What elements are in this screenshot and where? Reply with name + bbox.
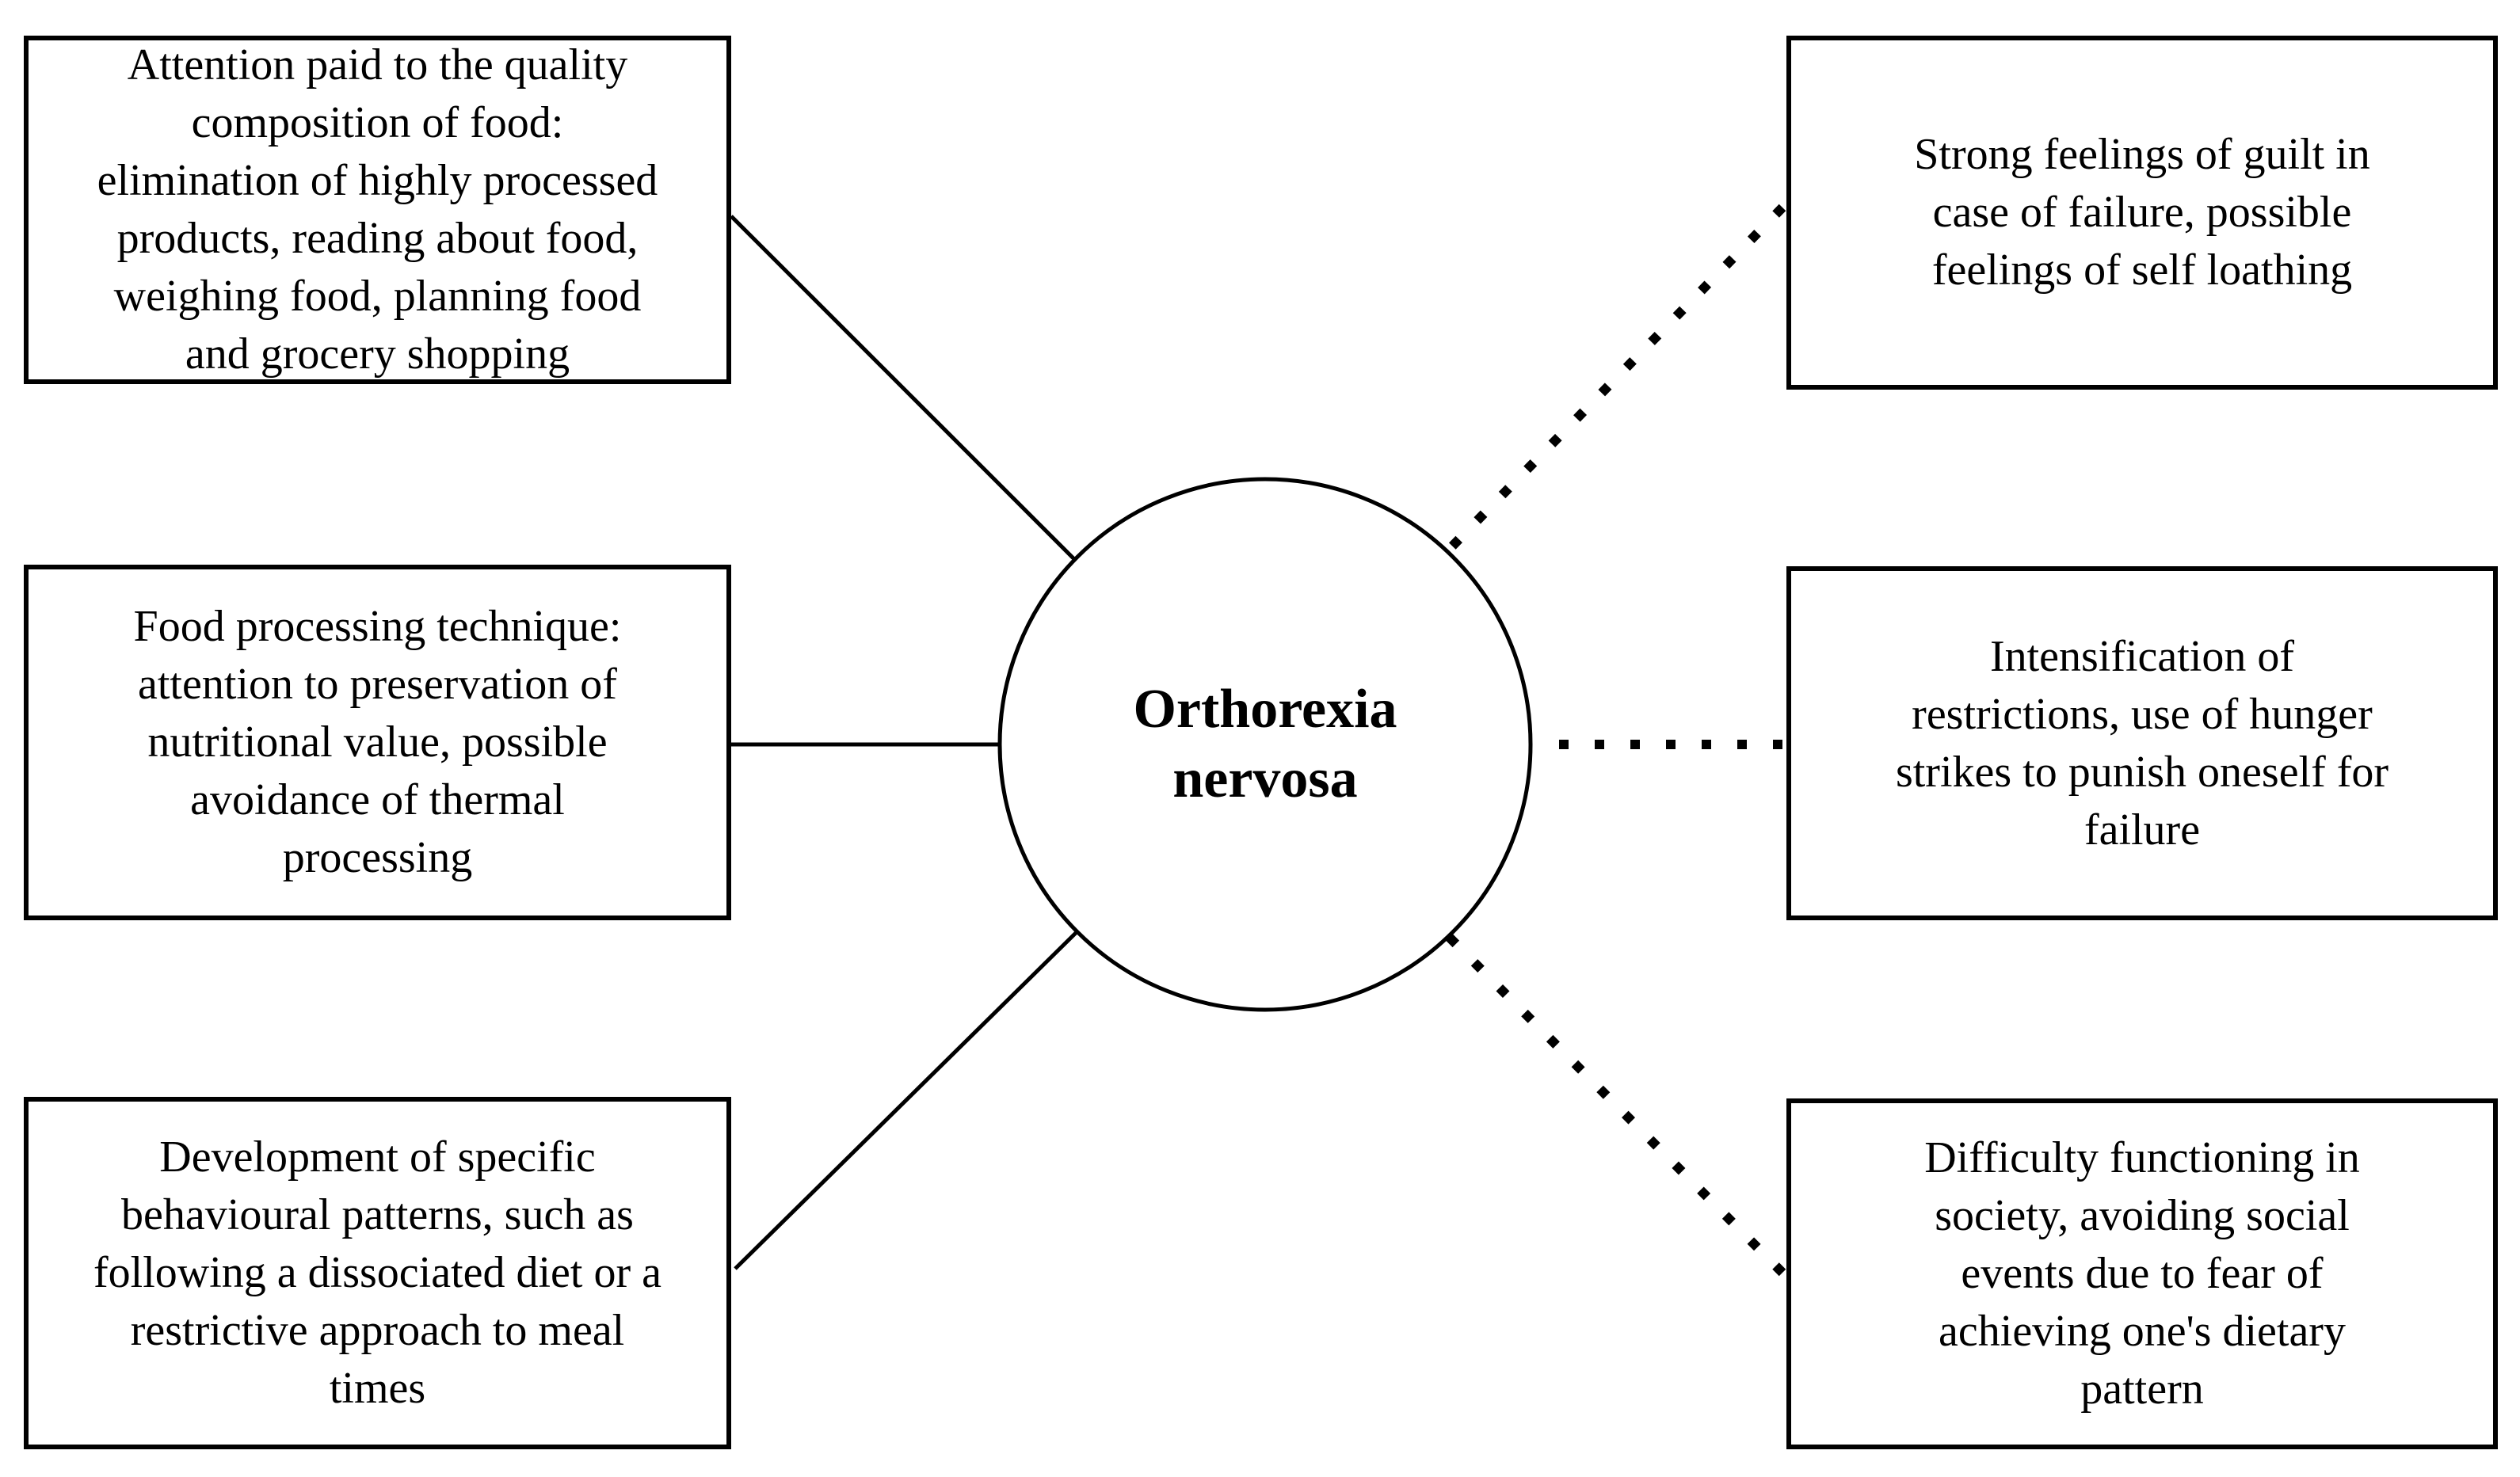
connector-quality-composition (730, 215, 1077, 562)
central-node-label: Orthorexia nervosa (1133, 679, 1397, 809)
node-restrictions: Intensification of restrictions, use of … (1786, 566, 2498, 920)
node-guilt-text: Strong feelings of guilt in case of fail… (1914, 130, 2370, 295)
node-quality-composition: Attention paid to the quality compositio… (24, 36, 731, 384)
node-behavioural-patterns: Development of specific behavioural patt… (24, 1097, 731, 1449)
node-restrictions-text: Intensification of restrictions, use of … (1895, 631, 2389, 855)
connector-social-difficulty (1444, 932, 1786, 1277)
node-social-difficulty: Difficulty functioning in society, avoid… (1786, 1098, 2498, 1449)
central-circle (997, 477, 1533, 1012)
connector-behavioural-patterns (734, 929, 1080, 1270)
node-social-difficulty-text: Difficulty functioning in society, avoid… (1924, 1133, 2360, 1414)
node-behavioural-patterns-text: Development of specific behavioural patt… (93, 1132, 661, 1413)
node-food-processing: Food processing technique: attention to … (24, 565, 731, 920)
node-food-processing-text: Food processing technique: attention to … (133, 602, 622, 882)
connector-guilt (1443, 204, 1786, 555)
node-guilt: Strong feelings of guilt in case of fail… (1786, 36, 2498, 390)
node-quality-composition-text: Attention paid to the quality compositio… (97, 40, 658, 379)
